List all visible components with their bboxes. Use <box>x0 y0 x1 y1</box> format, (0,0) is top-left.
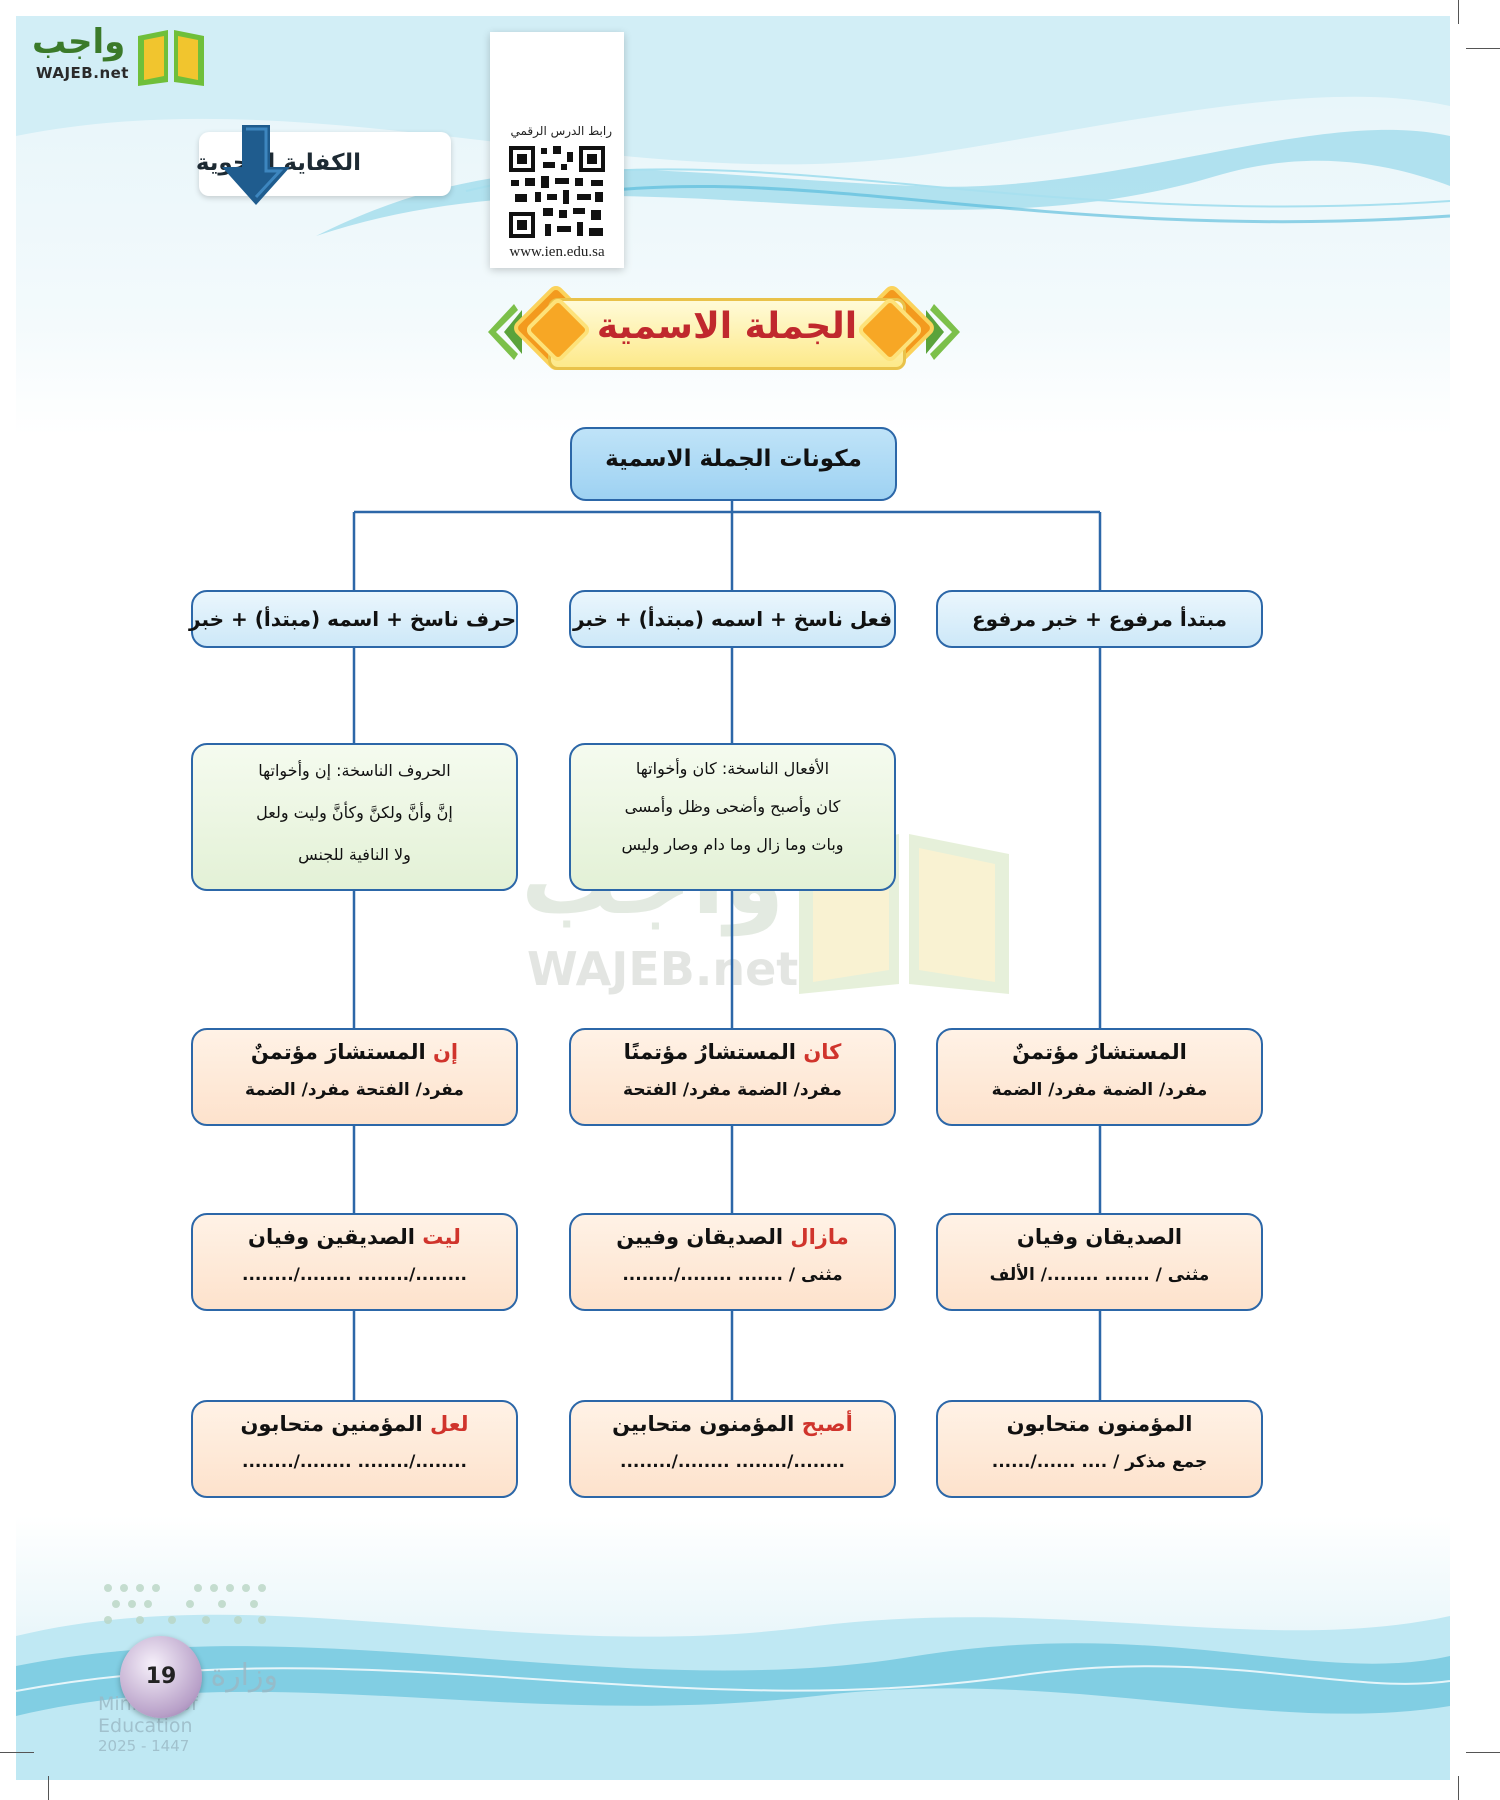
crop-mark <box>1466 1752 1500 1753</box>
book-icon <box>138 30 204 86</box>
example-box-left-2: ليت الصديقين وفيان ......../........ ...… <box>191 1213 518 1311</box>
sentence-body: المؤمنون متحابين <box>612 1412 802 1436</box>
example-box-right-1: المستشارُ مؤتمنٌ مفرد/ الضمة مفرد/ الضمة <box>936 1028 1263 1126</box>
diagram-connectors <box>352 501 1102 1400</box>
particle-highlight: كان <box>803 1040 842 1064</box>
header-box-middle: فعل ناسخ + اسمه (مبتدأ) + خبر <box>569 590 896 648</box>
note-box-middle: الأفعال الناسخة: كان وأخواتها كان وأصبح … <box>569 743 896 891</box>
example-analysis[interactable]: مثنى / ....... ......../........ <box>622 1265 843 1285</box>
example-box-left-3: لعل المؤمنين متحابون ......../........ .… <box>191 1400 518 1498</box>
root-node-label: مكونات الجملة الاسمية <box>605 446 862 472</box>
example-sentence: المستشارُ مؤتمنٌ <box>938 1040 1261 1064</box>
crop-mark <box>1458 1776 1459 1800</box>
logo-arabic-text: واجب <box>32 22 126 62</box>
page-title: الجملة الاسمية <box>596 306 858 347</box>
example-sentence: لعل المؤمنين متحابون <box>193 1412 516 1436</box>
sentence-body: المستشارَ مؤتمنٌ <box>250 1040 433 1064</box>
sentence-body: المؤمنون متحابون <box>1006 1412 1193 1436</box>
sentence-body: الصديقان وفيين <box>616 1225 791 1249</box>
page: واجب WAJEB.net الكفاية النحوية رابط الدر… <box>16 16 1450 1780</box>
sentence-body: المستشارُ مؤتمنٌ <box>1012 1040 1187 1064</box>
note-left-line-1: الحروف الناسخة: إن وأخواتها <box>258 761 451 780</box>
sentence-body: المستشارُ مؤتمنًا <box>623 1040 804 1064</box>
example-box-left-1: إن المستشارَ مؤتمنٌ مفرد/ الفتحة مفرد/ ا… <box>191 1028 518 1126</box>
qr-panel[interactable]: رابط الدرس الرقمي www.ien.edu.sa <box>490 32 624 268</box>
arrow-down-icon <box>222 125 290 205</box>
example-sentence: كان المستشارُ مؤتمنًا <box>571 1040 894 1064</box>
example-box-middle-2: مازال الصديقان وفيين مثنى / ....... ....… <box>569 1213 896 1311</box>
note-left-line-3: ولا النافية للجنس <box>298 845 411 864</box>
example-sentence: المؤمنون متحابون <box>938 1412 1261 1436</box>
particle-highlight: إن <box>432 1040 459 1064</box>
sentence-body: الصديقان وفيان <box>1016 1225 1183 1249</box>
banner-bar <box>548 298 906 370</box>
note-middle-line-1: الأفعال الناسخة: كان وأخواتها <box>635 759 830 778</box>
logo-english-text: WAJEB.net <box>36 64 129 82</box>
qr-url[interactable]: www.ien.edu.sa <box>509 244 605 260</box>
header-box-left: حرف ناسخ + اسمه (مبتدأ) + خبر <box>189 590 518 648</box>
crop-mark <box>0 1752 34 1753</box>
ministry-dots-logo-icon <box>104 1584 266 1624</box>
example-sentence: مازال الصديقان وفيين <box>571 1225 894 1249</box>
note-middle-line-2: كان وأصبح وأضحى وظل وأمسى <box>624 797 841 816</box>
note-left-line-2: إنَّ وأنَّ ولكنَّ وكأنَّ وليت ولعل <box>256 803 453 822</box>
header-right-label: مبتدأ مرفوع + خبر مرفوع <box>972 607 1227 631</box>
title-banner: الجملة الاسمية <box>474 284 974 380</box>
example-box-right-2: الصديقان وفيان مثنى / ....... ......../ … <box>936 1213 1263 1311</box>
example-analysis[interactable]: ......../........ ......../........ <box>242 1265 467 1285</box>
particle-highlight: أصبح <box>801 1412 853 1436</box>
section-tab: الكفاية النحوية <box>196 132 451 196</box>
example-analysis: مفرد/ الضمة مفرد/ الفتحة <box>623 1080 842 1100</box>
sentence-body: المؤمنين متحابون <box>240 1412 431 1436</box>
particle-highlight: مازال <box>790 1225 849 1249</box>
note-box-left: الحروف الناسخة: إن وأخواتها إنَّ وأنَّ و… <box>191 743 518 891</box>
header-box-right: مبتدأ مرفوع + خبر مرفوع <box>936 590 1263 648</box>
example-box-middle-3: أصبح المؤمنون متحابين ......../........ … <box>569 1400 896 1498</box>
example-sentence: الصديقان وفيان <box>938 1225 1261 1249</box>
qr-label: رابط الدرس الرقمي <box>510 124 612 138</box>
example-sentence: إن المستشارَ مؤتمنٌ <box>193 1040 516 1064</box>
banner-diamond-icon <box>526 298 922 362</box>
watermark-english: WAJEB.net <box>527 942 799 996</box>
particle-highlight: لعل <box>430 1412 469 1436</box>
example-analysis[interactable]: ......../........ ......../........ <box>620 1452 845 1472</box>
example-analysis: مفرد/ الفتحة مفرد/ الضمة <box>245 1080 464 1100</box>
example-analysis: مفرد/ الضمة مفرد/ الضمة <box>991 1080 1208 1100</box>
example-sentence: ليت الصديقين وفيان <box>193 1225 516 1249</box>
note-middle-line-3: وبات وما زال وما دام وصار وليس <box>621 835 844 854</box>
example-box-right-3: المؤمنون متحابون جمع مذكر / .... ....../… <box>936 1400 1263 1498</box>
example-analysis[interactable]: ......../........ ......../........ <box>242 1452 467 1472</box>
header-left-label: حرف ناسخ + اسمه (مبتدأ) + خبر <box>189 607 516 631</box>
crop-mark <box>48 1776 49 1800</box>
example-sentence: أصبح المؤمنون متحابين <box>571 1412 894 1436</box>
bottom-wave-decoration <box>16 1614 1450 1780</box>
particle-highlight: ليت <box>422 1225 461 1249</box>
header-middle-label: فعل ناسخ + اسمه (مبتدأ) + خبر <box>572 607 893 631</box>
wajeb-logo[interactable]: واجب WAJEB.net <box>26 22 216 92</box>
qr-code-icon[interactable] <box>507 144 607 240</box>
page-number-badge: 19 <box>120 1636 202 1718</box>
crop-mark <box>1466 48 1500 49</box>
example-analysis[interactable]: جمع مذكر / .... ....../...... <box>991 1452 1208 1472</box>
ministry-year: 2025 - 1447 <box>98 1737 190 1755</box>
example-box-middle-1: كان المستشارُ مؤتمنًا مفرد/ الضمة مفرد/ … <box>569 1028 896 1126</box>
example-analysis[interactable]: مثنى / ....... ......../ الألف <box>989 1265 1210 1285</box>
crop-mark <box>1458 0 1459 24</box>
root-node: مكونات الجملة الاسمية <box>570 427 897 501</box>
page-number: 19 <box>145 1664 177 1689</box>
sentence-body: الصديقين وفيان <box>248 1225 423 1249</box>
